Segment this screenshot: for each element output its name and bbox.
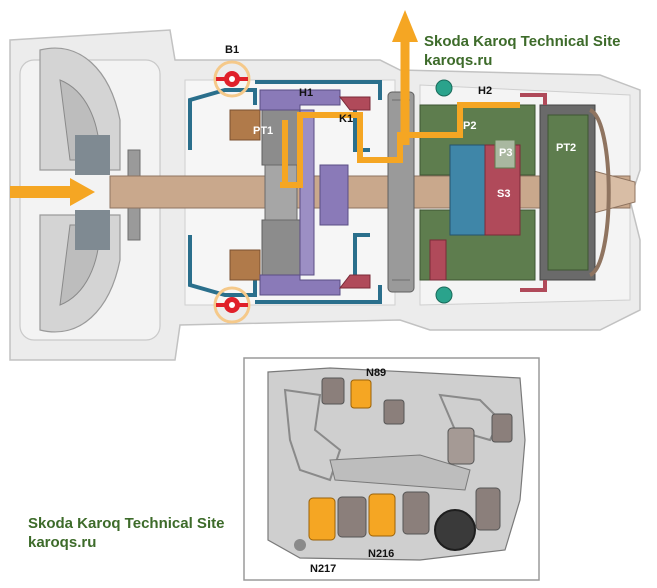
- solenoid-n217: [308, 497, 336, 541]
- watermark-bottom-title: Skoda Karoq Technical Site: [28, 515, 225, 532]
- planet-set-right: [419, 93, 611, 292]
- output-arrow: [392, 10, 418, 42]
- watermark-top: Skoda Karoq Technical Site karoqs.ru: [424, 32, 620, 70]
- watermark-bottom: Skoda Karoq Technical Site karoqs.ru: [28, 514, 224, 552]
- label-b1: B1: [225, 44, 239, 56]
- h2-brake-markers: [435, 79, 453, 304]
- watermark-top-title: Skoda Karoq Technical Site: [424, 33, 621, 50]
- solenoid-n89: [350, 379, 372, 409]
- k1-clutch-piston: [338, 96, 371, 289]
- label-k1: K1: [339, 113, 353, 125]
- label-s3: S3: [497, 188, 510, 200]
- b1-brake-top: [213, 60, 251, 98]
- watermark-top-url: karoqs.ru: [424, 52, 493, 69]
- valve-body-inset: [243, 357, 540, 581]
- label-h2: H2: [478, 85, 492, 97]
- b1-brake-bottom: [213, 286, 251, 324]
- label-p3: P3: [499, 147, 512, 159]
- label-h1: H1: [299, 87, 313, 99]
- clutch-drum-purple: [259, 89, 349, 296]
- solenoid-n216: [368, 493, 396, 537]
- label-n89: N89: [366, 367, 386, 379]
- label-n217: N217: [310, 563, 336, 575]
- watermark-bottom-url: karoqs.ru: [28, 534, 97, 551]
- torque-converter: [39, 47, 141, 333]
- label-pt2: PT2: [556, 142, 576, 154]
- label-p2: P2: [463, 120, 476, 132]
- label-n216: N216: [368, 548, 394, 560]
- power-flow-path: [10, 10, 520, 206]
- label-pt1: PT1: [253, 125, 273, 137]
